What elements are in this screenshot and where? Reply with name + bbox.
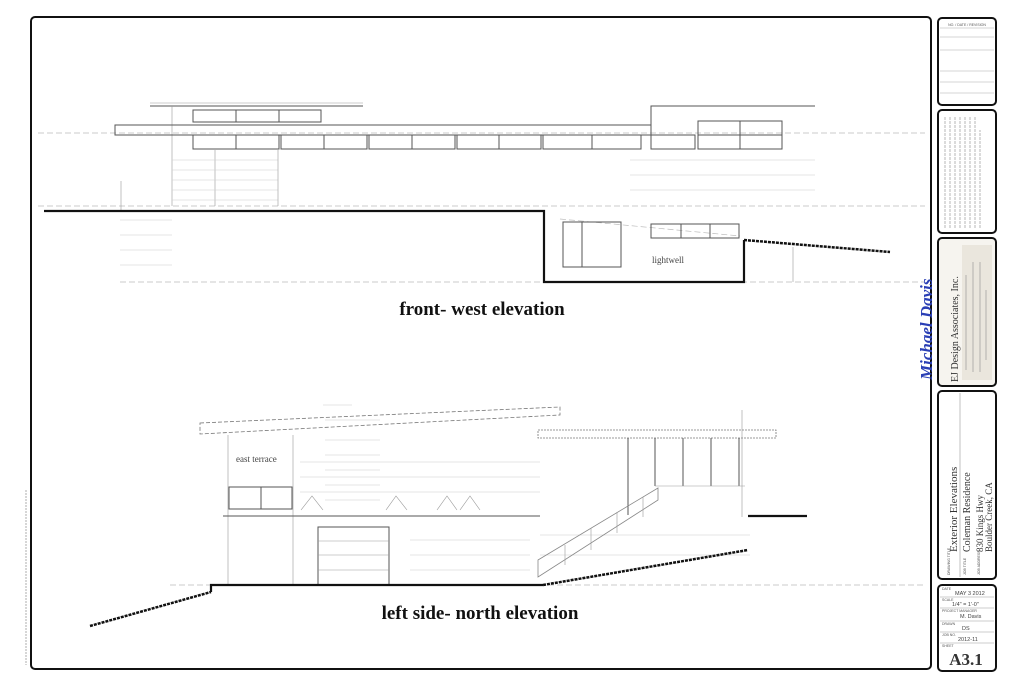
lightwell-label: lightwell (652, 255, 684, 265)
drawn-label: DRAWN (942, 622, 956, 626)
sheet-label: SHEET (942, 644, 955, 648)
job-title-label: JOB TITLE (963, 557, 967, 575)
job-no-label: JOB NO. (942, 633, 956, 637)
revision-box (937, 17, 997, 106)
north-elevation-title: left side- north elevation (382, 603, 579, 624)
job-address-1: 830 Kings Hwy (975, 494, 985, 552)
job-address-2: Boulder Creek, CA (984, 482, 994, 552)
drawing-title: Exterior Elevations (948, 467, 960, 552)
drawing-title-label: DRAWING TITLE (947, 547, 951, 575)
scale-value: 1/4" = 1'-0" (952, 602, 979, 608)
project-info-box (937, 390, 997, 580)
date-value: MAY 3 2012 (955, 591, 985, 597)
front-elevation-title: front- west elevation (399, 299, 565, 320)
east-terrace-label: east terrace (236, 454, 277, 464)
sheet-info-box (937, 584, 997, 672)
job-address-label: JOB ADDRESS (977, 550, 981, 575)
pm-label: PROJECT MANAGER (942, 609, 977, 613)
north-elevation: east terrace (89, 404, 925, 628)
sheet-border (30, 16, 932, 670)
project-manager-value: M. Davis (960, 614, 982, 620)
sheet-number: A3.1 (949, 650, 983, 669)
date-label: DATE (942, 587, 952, 591)
front-west-elevation: lightwell (38, 102, 925, 284)
firm-logo-image (962, 245, 992, 380)
general-notes-box (937, 109, 997, 234)
job-number-value: 2012-11 (958, 637, 978, 643)
scale-label: SCALE (942, 598, 954, 602)
signature: Michael Davis (917, 278, 936, 381)
job-title: Coleman Residence (962, 472, 973, 552)
firm-name: EJ Design Associates, Inc. (950, 276, 961, 382)
drawn-value: DS (962, 626, 970, 632)
revision-header: NO. / DATE / REVISION (948, 23, 986, 27)
title-block: NO. / DATE / REVISION EJ Design Associat… (937, 17, 997, 672)
